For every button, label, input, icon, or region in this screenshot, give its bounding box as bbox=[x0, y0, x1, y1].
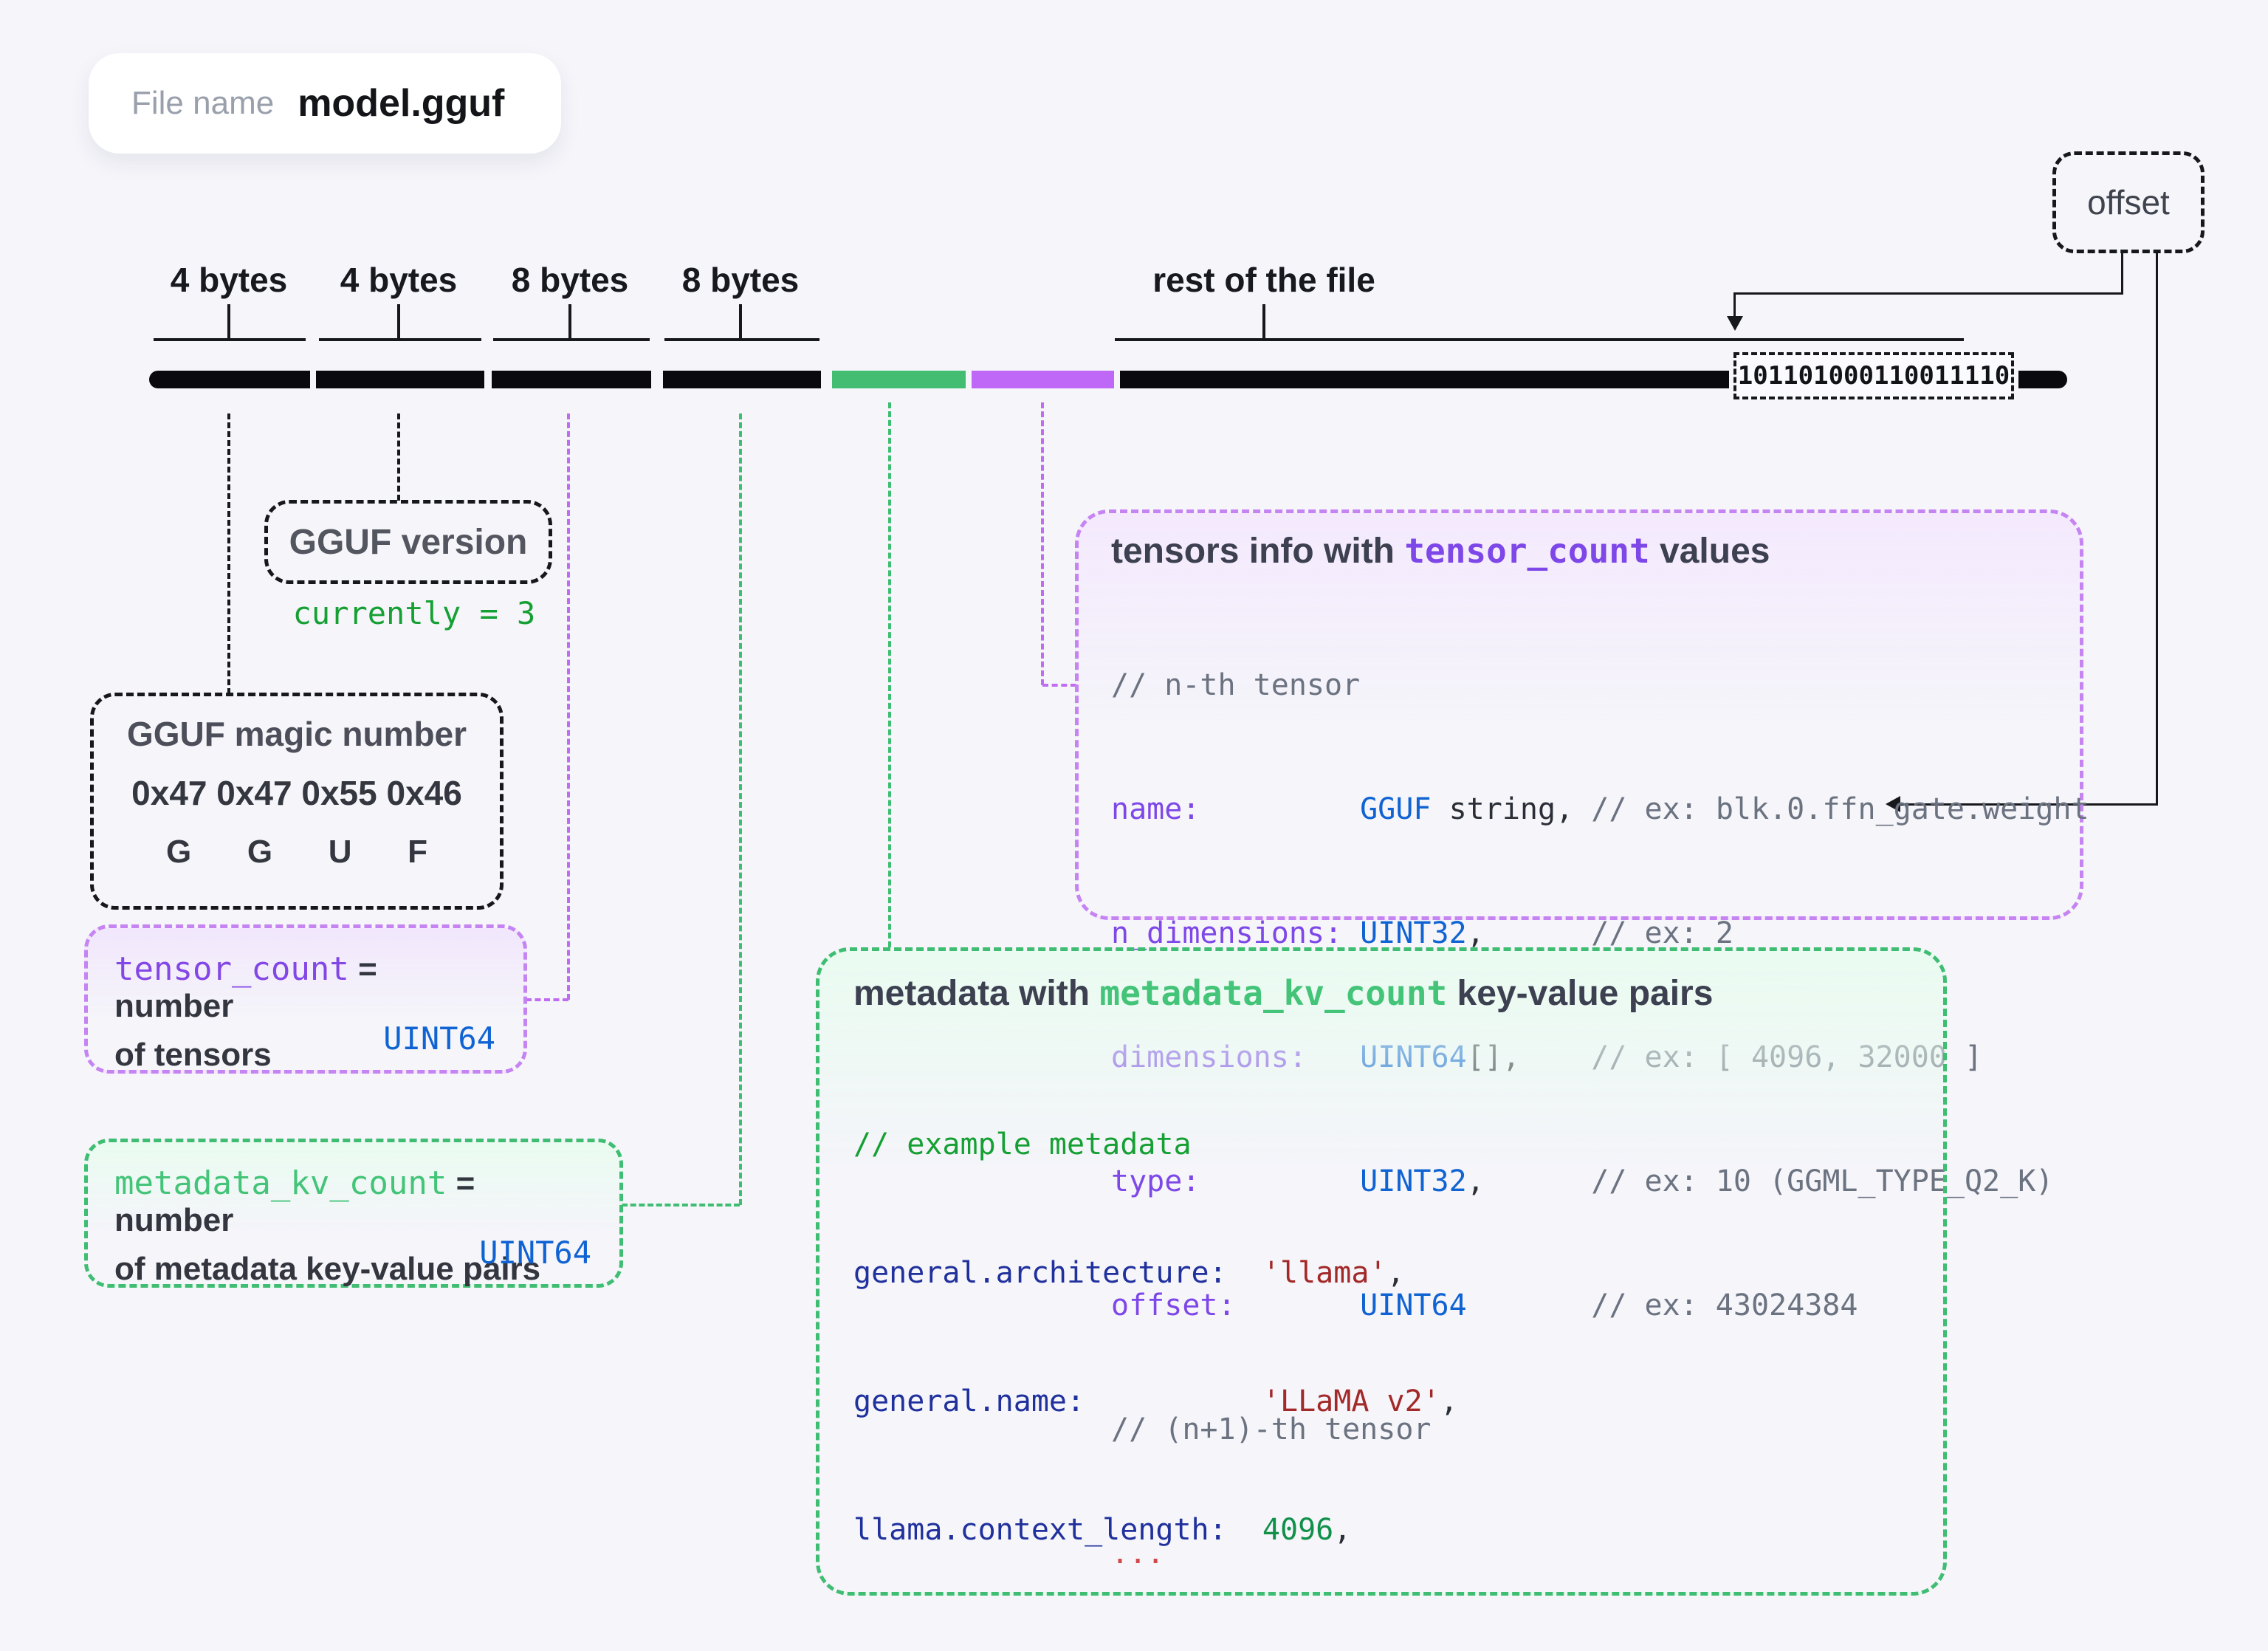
magic-letter: G bbox=[166, 834, 192, 870]
tensor-count-box: tensor_count = number of tensors UINT64 bbox=[84, 924, 527, 1074]
byte-label-magic: 4 bytes bbox=[170, 261, 288, 299]
bracket-tick bbox=[227, 304, 230, 338]
metadata-kv-count-line1: metadata_kv_count = number bbox=[114, 1164, 593, 1239]
leader-tensors-box-elbow bbox=[1042, 684, 1076, 687]
bar-segment-end-cap bbox=[2018, 371, 2067, 388]
bar-segment-tensors-info bbox=[972, 371, 1114, 388]
code-line: general.name: 'LLaMA v2', bbox=[853, 1384, 1458, 1418]
offset-callout-box: offset bbox=[2052, 151, 2205, 253]
leader-tensor-count-elbow bbox=[526, 998, 568, 1001]
tensor-count-eq: = number bbox=[114, 951, 377, 1024]
magic-letter: F bbox=[408, 834, 427, 870]
bracket-tick-rest bbox=[1262, 304, 1265, 338]
gguf-magic-number-box: GGUF magic number 0x47 0x47 0x55 0x46 G … bbox=[90, 693, 504, 910]
bracket-line-rest bbox=[1115, 338, 1964, 341]
bar-segment-magic bbox=[149, 371, 310, 388]
code-line: // n-th tensor bbox=[1111, 668, 1361, 702]
binary-value: 101101000110011110 bbox=[1737, 361, 2010, 391]
byte-label-version: 4 bytes bbox=[340, 261, 458, 299]
down-arrowhead-icon bbox=[1727, 316, 1743, 331]
tensors-info-box: tensors info with tensor_count values //… bbox=[1075, 509, 2089, 1571]
bar-segment-metadata bbox=[832, 371, 966, 388]
offset-connector-a bbox=[2121, 253, 2123, 295]
leader-magic bbox=[227, 413, 230, 694]
metadata-kv-count-box: metadata_kv_count = number of metadata k… bbox=[84, 1139, 623, 1288]
bracket-tick bbox=[568, 304, 571, 338]
magic-letter: G bbox=[247, 834, 273, 870]
bar-segment-metadata-kv-count bbox=[663, 371, 821, 388]
metadata-kv-count-eq: = number bbox=[114, 1165, 475, 1238]
code-line: llama.context_length: 4096, bbox=[853, 1513, 1352, 1547]
leader-metadata-box bbox=[888, 402, 891, 947]
byte-label-metadata-kv-count: 8 bytes bbox=[681, 261, 800, 299]
code-line: n_dimensions: UINT32, // ex: 2 bbox=[1111, 916, 1733, 950]
metadata-title: metadata with metadata_kv_count key-valu… bbox=[853, 973, 1943, 1014]
metadata-code: // example metadata general.architecture… bbox=[853, 1037, 1943, 1651]
leader-metadata-kv-count bbox=[739, 413, 742, 1205]
metadata-box: metadata with metadata_kv_count key-valu… bbox=[816, 947, 1947, 1651]
gguf-version-current-value: currently = 3 bbox=[292, 595, 536, 631]
gguf-version-box: GGUF version bbox=[264, 500, 552, 584]
bracket-line bbox=[493, 338, 650, 341]
tensor-count-line1: tensor_count = number bbox=[114, 950, 497, 1025]
offset-connector-a bbox=[1733, 292, 2123, 295]
file-name-label: File name bbox=[131, 85, 275, 121]
tensor-count-type: UINT64 bbox=[383, 1020, 495, 1057]
byte-label-tensor-count: 8 bytes bbox=[511, 261, 629, 299]
bar-segment-rest bbox=[1120, 371, 1729, 388]
binary-offset-field: 101101000110011110 bbox=[1733, 352, 2014, 399]
magic-number-letters: G G U F bbox=[94, 834, 500, 871]
file-name-pill: File name model.gguf bbox=[89, 53, 561, 154]
tensor-count-code: tensor_count bbox=[114, 950, 349, 988]
metadata-kv-count-code: metadata_kv_count bbox=[114, 1164, 447, 1202]
bracket-line bbox=[664, 338, 819, 341]
magic-number-hex: 0x47 0x47 0x55 0x46 bbox=[131, 774, 462, 812]
bar-segment-tensor-count bbox=[492, 371, 651, 388]
metadata-kv-count-type: UINT64 bbox=[479, 1235, 591, 1271]
rest-of-file-label: rest of the file bbox=[1152, 261, 1375, 299]
code-line: name: GGUF string, // ex: blk.0.ffn_gate… bbox=[1111, 792, 2089, 826]
bar-segment-version bbox=[316, 371, 484, 388]
code-line: // example metadata bbox=[853, 1127, 1192, 1161]
code-line: general.architecture: 'llama', bbox=[853, 1256, 1405, 1290]
leader-tensor-count bbox=[567, 413, 570, 1000]
metadata-title-post: key-value pairs bbox=[1447, 974, 1714, 1013]
leader-metadata-kv-count-elbow bbox=[622, 1204, 740, 1206]
code-line: ... , bbox=[853, 1637, 1943, 1651]
tensors-info-title: tensors info with tensor_count values bbox=[1111, 531, 2080, 572]
bracket-tick bbox=[397, 304, 400, 338]
offset-callout-label: offset bbox=[2087, 183, 2170, 222]
bracket-tick bbox=[739, 304, 742, 338]
magic-number-title: GGUF magic number bbox=[126, 715, 467, 753]
metadata-title-pre: metadata with bbox=[853, 974, 1100, 1013]
metadata-kv-count-line2: of metadata key-value pairs bbox=[114, 1251, 541, 1287]
offset-connector-b bbox=[2156, 253, 2158, 805]
file-name-value: model.gguf bbox=[298, 82, 505, 125]
gguf-version-label: GGUF version bbox=[289, 522, 528, 562]
tensors-info-title-code: tensor_count bbox=[1404, 531, 1650, 571]
offset-connector-a bbox=[1733, 292, 1736, 318]
leader-tensors-box bbox=[1041, 402, 1044, 685]
metadata-title-code: metadata_kv_count bbox=[1099, 973, 1448, 1013]
magic-letter: U bbox=[328, 834, 352, 870]
tensor-count-line2: of tensors bbox=[114, 1037, 272, 1073]
leader-version bbox=[397, 413, 400, 501]
tensors-info-title-post: values bbox=[1649, 532, 1770, 571]
bracket-line bbox=[154, 338, 306, 341]
bracket-line bbox=[319, 338, 481, 341]
tensors-info-title-pre: tensors info with bbox=[1111, 532, 1405, 571]
